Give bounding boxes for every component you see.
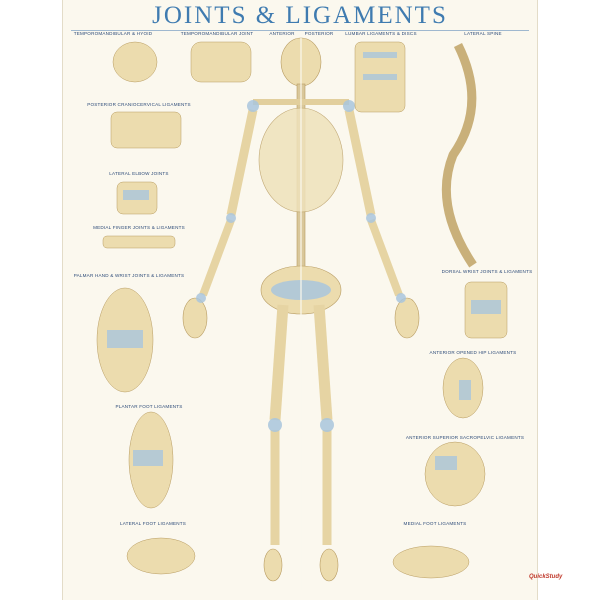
section-label-lateral-spine: LATERAL SPINE [464,31,502,36]
section-label-sacropelvic: ANTERIOR SUPERIOR SACROPELVIC LIGAMENTS [405,435,525,440]
anatomy-poster: JOINTS & LIGAMENTS [62,0,562,600]
section-label-anterior: ANTERIOR [269,31,295,36]
section-label-plantar-foot: PLANTAR FOOT LIGAMENTS [115,404,183,409]
medial-foot-illustration [392,545,470,579]
section-label-finger: MEDIAL FINGER JOINTS & LIGAMENTS [93,225,185,230]
left-hand [182,297,208,339]
lateral-spine-illustration [441,42,477,268]
craniocervical-illustration [110,111,182,149]
knee-ligament [320,418,334,432]
section-label-elbow: LATERAL ELBOW JOINTS [109,171,169,176]
title-divider [71,30,529,31]
shoulder-ligament [247,100,259,112]
right-hand [394,297,420,339]
finger-illustration [102,235,176,249]
tmj-hyoid-illustration [112,41,158,83]
section-label-medial-foot: MEDIAL FOOT LIGAMENTS [403,521,467,526]
left-humerus [226,109,258,216]
knee-ligament [268,418,282,432]
left-femur [269,304,289,421]
sacropelvic-illustration [424,441,486,507]
skeleton-illustration [96,37,508,590]
section-label-posterior: POSTERIOR [304,31,334,36]
lateral-foot-illustration [126,537,196,575]
section-label-hip: ANTERIOR OPENED HIP LIGAMENTS [429,350,517,355]
section-label-tmj: TEMPOROMANDIBULAR JOINT [180,31,254,36]
section-label-dorsal-wrist: DORSAL WRIST JOINTS & LIGAMENTS [441,269,533,274]
right-humerus [344,109,376,216]
section-label-lateral-foot: LATERAL FOOT LIGAMENTS [119,521,187,526]
wrist-ligament [396,293,406,303]
right-foot [319,548,339,582]
elbow-ligament [226,213,236,223]
wrist-ligament [196,293,206,303]
tmj-illustration [190,41,252,83]
poster-title: JOINTS & LIGAMENTS [152,2,448,29]
left-foot [263,548,283,582]
section-label-tmj-hyoid: TEMPOROMANDIBULAR & HYOID [73,31,153,36]
publisher-logo: QuickStudy [529,574,563,580]
elbow-ligament [366,213,376,223]
shoulder-ligament [343,100,355,112]
section-label-palmar-hand: PALMAR HAND & WRIST JOINTS & LIGAMENTS [73,273,185,278]
section-label-lumbar: LUMBAR LIGAMENTS & DISCS [345,31,417,36]
left-forearm [199,218,235,297]
right-forearm [367,218,403,297]
section-label-craniocervical: POSTERIOR CRANIOCERVICAL LIGAMENTS [87,102,191,107]
right-femur [313,304,333,421]
